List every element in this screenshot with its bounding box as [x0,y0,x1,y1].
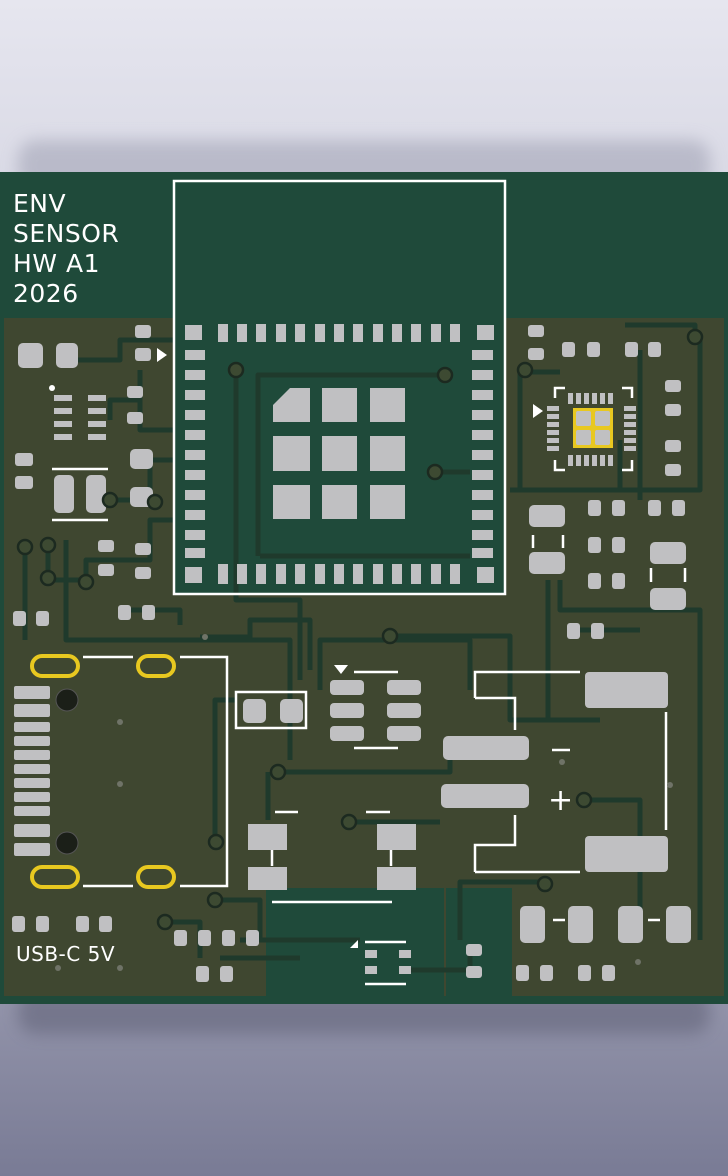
vias [16,328,704,931]
board-label-line-2: SENSOR [13,219,119,248]
wifi-module-outline [172,179,507,596]
qfn-sensor-ic [547,393,636,466]
smd-components [12,325,691,982]
board-label-line-3: HW A1 [13,249,100,278]
usb-c-connector [14,654,176,889]
usb-label: USB-C 5V [16,942,115,966]
wifi-module-pads [185,324,494,584]
pin1-markers [157,348,543,948]
polarity-plus: + [548,783,573,818]
traces [22,322,703,973]
silkscreen [52,179,687,986]
fuse-outline [234,690,308,730]
small-vias [55,634,673,971]
board-label-line-4: 2026 [13,279,79,308]
board-label-line-1: ENV [13,189,66,218]
